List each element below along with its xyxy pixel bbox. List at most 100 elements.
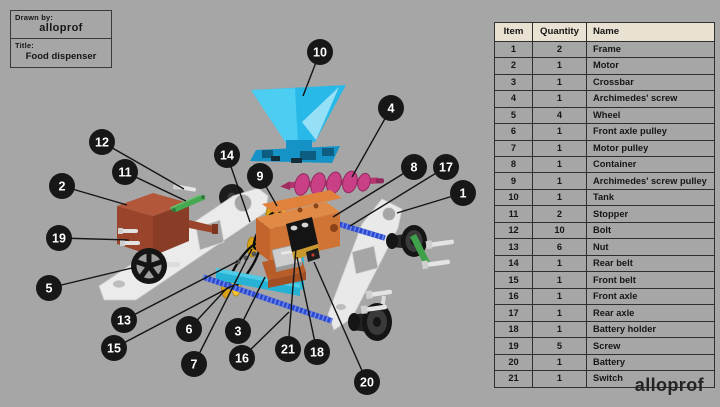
leader-line-5 [48,266,137,289]
quantity-cell: 4 [532,106,587,125]
name-cell: Crossbar [586,73,715,92]
callout-circle [89,129,115,155]
switch [306,248,320,262]
callout-circle [229,345,255,371]
name-cell: Front axle pulley [586,123,715,141]
callout-2-motor: 2 [49,173,75,199]
item-cell: 4 [494,90,533,108]
column-header-quantity: Quantity [532,22,587,42]
callout-20-battery: 20 [354,369,380,395]
quantity-cell: 1 [532,271,587,289]
callout-number: 6 [186,322,193,336]
item-cell: 12 [494,221,533,240]
callout-circle [378,95,404,121]
callout-11-stopper: 11 [112,159,138,185]
callout-circle [304,339,330,365]
item-cell: 9 [494,172,533,190]
name-cell: Wheel [586,106,715,125]
callout-3-crossbar: 3 [225,318,251,344]
item-cell: 7 [494,139,533,157]
callout-circle [450,180,476,206]
item-cell: 3 [494,73,533,92]
callout-circle [275,336,301,362]
callout-circle [49,173,75,199]
leader-line-17 [349,166,447,227]
wheel-left [131,248,180,284]
callout-number: 2 [59,179,66,193]
callout-14-rear-belt: 14 [214,142,240,168]
callout-21-switch: 21 [275,336,301,362]
name-cell: Container [586,155,715,174]
title-block: Drawn by: alloprof Title: Food dispenser [10,10,112,68]
item-cell: 6 [494,123,533,141]
name-cell: Nut [586,238,715,256]
callout-13-nut: 13 [111,307,137,333]
drawn-by-row: Drawn by: alloprof [11,11,111,39]
item-cell: 10 [494,188,533,207]
callout-circle [101,335,127,361]
callout-9-archimedes-screw-pulley: 9 [247,163,273,189]
quantity-cell: 1 [532,188,587,207]
quantity-cell: 1 [532,90,587,108]
name-cell: Rear axle [586,304,715,322]
item-cell: 1 [494,40,533,59]
leader-line-20 [313,261,368,383]
item-cell: 17 [494,304,533,322]
callout-19-screw: 19 [46,225,72,251]
quantity-cell: 1 [532,123,587,141]
callout-16-front-axle: 16 [229,345,255,371]
item-cell: 5 [494,106,533,125]
name-cell: Archimedes' screw [586,90,715,108]
callout-number: 19 [52,231,66,245]
item-cell: 19 [494,337,533,355]
item-cell: 16 [494,287,533,306]
callout-number: 9 [257,169,264,183]
leader-line-8 [332,166,415,218]
callout-circle [354,369,380,395]
title-row: Title: Food dispenser [11,39,111,67]
callout-number: 4 [388,101,395,115]
callout-number: 5 [46,281,53,295]
leader-line-13 [123,260,239,321]
callout-circle [307,39,333,65]
quantity-cell: 2 [532,40,587,59]
name-cell: Archimedes' screw pulley [586,172,715,190]
front-axle [202,274,333,324]
callout-7-motor-pulley: 7 [181,351,207,377]
callout-circle [433,154,459,180]
callout-10-tank: 10 [307,39,333,65]
quantity-cell: 1 [532,304,587,322]
callout-circle [181,351,207,377]
leader-line-15 [113,284,235,349]
item-cell: 20 [494,353,533,372]
archimedes-screw [280,170,384,196]
name-cell: Rear belt [586,254,715,273]
name-cell: Front belt [586,271,715,289]
callout-number: 1 [460,186,467,200]
name-cell: Screw [586,337,715,355]
parts-table-header: Item Quantity Name [494,22,715,42]
name-cell: Front axle [586,287,715,306]
name-cell: Stopper [586,205,715,223]
quantity-cell: 1 [532,139,587,157]
callout-number: 3 [235,324,242,338]
name-cell: Motor [586,57,715,75]
callout-number: 18 [310,345,324,359]
stopper-rod [410,234,432,269]
callout-18-battery-holder: 18 [304,339,330,365]
callout-circle [46,225,72,251]
callout-1-frame: 1 [450,180,476,206]
quantity-cell: 5 [532,337,587,355]
callout-4-archimedes-screw: 4 [378,95,404,121]
quantity-cell: 2 [532,205,587,223]
callout-number: 16 [235,351,249,365]
callout-15-front-belt: 15 [101,335,127,361]
